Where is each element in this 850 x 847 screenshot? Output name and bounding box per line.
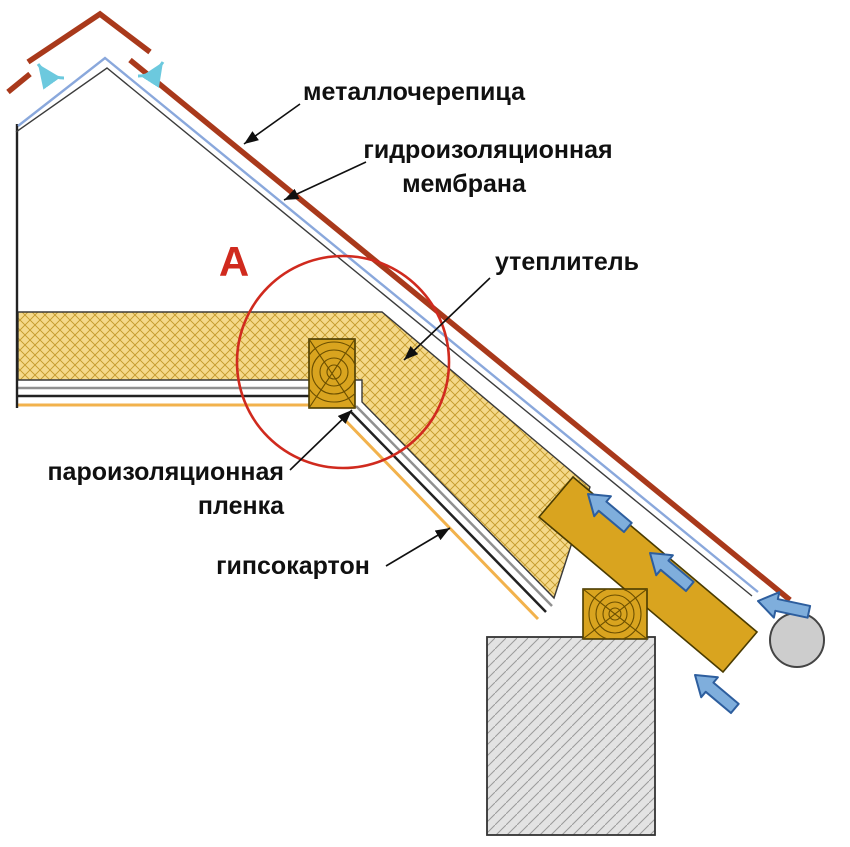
roof-line [128, 57, 792, 603]
airflow-arrow [757, 591, 812, 619]
label-membrane-line2: мембрана [402, 170, 527, 198]
ridge-cap [26, 10, 152, 65]
detail-circle [235, 254, 451, 470]
leader-vapor-film [289, 409, 353, 471]
leader-drywall [385, 527, 451, 567]
label-vapor-line2: пленка [198, 492, 285, 520]
wall [486, 636, 656, 836]
membrane-line [17, 56, 759, 593]
wood-batten [308, 338, 356, 409]
label-drywall: гипсокартон [216, 552, 370, 580]
drywall-line-slope [342, 417, 540, 621]
gutter [769, 612, 825, 668]
airflow-arrow [694, 674, 740, 715]
vapor-film-line-slope [350, 411, 547, 613]
label-metal-tile: металлочерепица [303, 78, 526, 106]
leader-metal-tile [243, 103, 301, 145]
counter-batten-line-slope [355, 405, 553, 607]
wall-plate-beam [582, 588, 648, 640]
eaves-baffle [537, 475, 759, 674]
leader-lines [243, 103, 491, 567]
airflow-arrow [649, 552, 695, 593]
airflow-arrow [587, 493, 633, 534]
ridge-vent-arrow-right [137, 61, 165, 88]
detail-letter: А [219, 238, 249, 285]
leader-membrane [283, 161, 367, 201]
label-membrane-line1: гидроизоляционная [363, 136, 612, 164]
airflow-arrows [587, 493, 812, 715]
ridge-vent-arrows [36, 61, 165, 90]
label-insulation: утеплитель [495, 248, 639, 276]
batten-line [15, 67, 753, 597]
ridge-vent-arrow-left [36, 63, 65, 90]
leader-insulation [403, 277, 491, 361]
roof-left-stub [6, 71, 32, 95]
label-vapor-line1: пароизоляционная [47, 458, 284, 486]
